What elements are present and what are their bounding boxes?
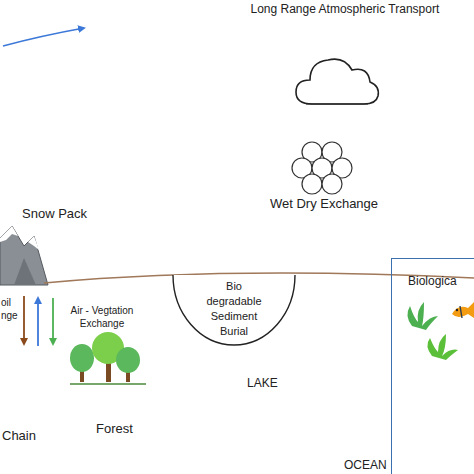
marine-life: [407, 302, 474, 360]
cloud: [296, 59, 378, 104]
soil-label: oil nge: [1, 297, 20, 322]
lake-label: LAKE: [247, 376, 278, 391]
ocean-label: OCEAN: [344, 458, 387, 473]
sediment-semicircle: Bio degradable Sediment Burial: [172, 274, 296, 346]
food-chain-label: Chain: [2, 428, 36, 444]
rain-drops: [292, 142, 352, 194]
node-text: Bio degradable Sediment Burial: [200, 279, 268, 338]
soil-arrow: [23, 296, 25, 344]
air-arrow: [37, 298, 39, 346]
mountain: [0, 226, 48, 285]
forest-trees: [70, 332, 146, 384]
transport-arrow: [3, 28, 84, 46]
snow-label: Snow Pack: [22, 206, 87, 222]
vegetation-label: Air - Vegtation Exchange: [62, 305, 142, 330]
forest-label: Forest: [96, 421, 133, 437]
vegetation-arrow: [52, 298, 54, 344]
node-text: Biologica: [408, 273, 474, 289]
biological-box: Biologica: [391, 258, 474, 474]
heading-label: Long Range Atmospheric Transport: [251, 2, 440, 17]
exchange-label: Wet Dry Exchange: [270, 196, 378, 212]
